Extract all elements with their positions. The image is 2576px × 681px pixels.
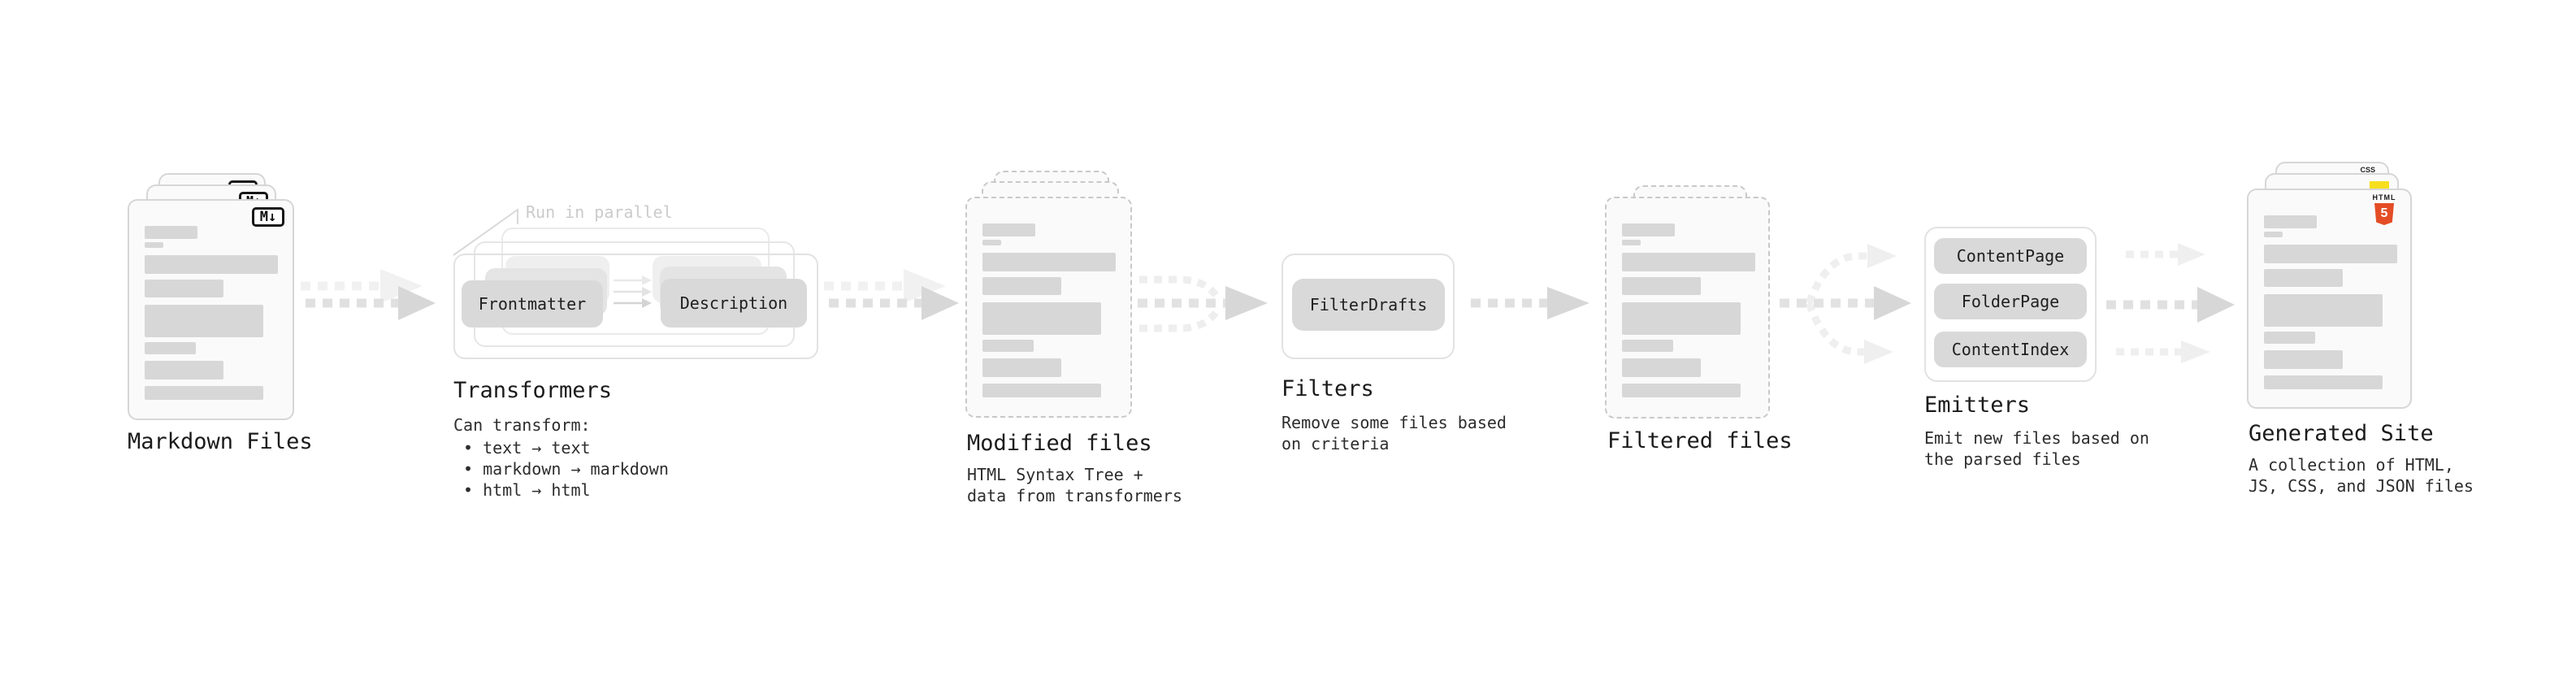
filters-title: Filters [1281, 376, 1374, 401]
skeleton-line [2264, 232, 2283, 237]
skeleton-line [1622, 240, 1641, 245]
transformers-caption-bullets: • text → text • markdown → markdown • ht… [463, 438, 669, 500]
emitters-frame [1924, 227, 2097, 382]
skeleton-line [2264, 350, 2343, 369]
skeleton-line [145, 226, 197, 239]
modified-files-title: Modified files [967, 431, 1152, 456]
skeleton-line [1622, 340, 1673, 352]
arrow-markdown-to-transformers [301, 269, 436, 320]
skeleton-line [1622, 223, 1675, 236]
content-index-pill: ContentIndex [1934, 332, 2087, 367]
emitters-title: Emitters [1924, 393, 2031, 418]
content-page-pill: ContentPage [1934, 238, 2087, 274]
arrow-modified-to-filters [1138, 275, 1268, 332]
generated-site-caption: A collection of HTML, JS, CSS, and JSON … [2249, 455, 2474, 496]
html5-icon: HTML 5 [2367, 194, 2401, 225]
emitters-caption: Emit new files based on the parsed files [1924, 428, 2149, 469]
skeleton-line [982, 277, 1061, 295]
skeleton-line [145, 255, 278, 274]
run-in-parallel-connector [453, 208, 518, 256]
skeleton-line [145, 242, 163, 248]
filtered-file-card [1605, 197, 1770, 419]
transformers-title: Transformers [453, 378, 613, 403]
skeleton-line [145, 280, 223, 297]
transformers-caption-heading: Can transform: [453, 415, 591, 435]
skeleton-line [1622, 302, 1741, 335]
skeleton-line [982, 223, 1035, 236]
site-file-card: HTML 5 [2247, 189, 2412, 409]
js-file-icon [2370, 181, 2389, 190]
parallel-arrows-icon [614, 275, 652, 308]
skeleton-line [145, 361, 223, 380]
folder-page-pill: FolderPage [1934, 284, 2087, 319]
skeleton-line [145, 305, 263, 337]
modified-files-caption: HTML Syntax Tree + data from transformer… [967, 465, 1182, 505]
transformer-frame-front [453, 254, 818, 359]
filter-drafts-pill: FilterDrafts [1292, 279, 1445, 331]
skeleton-line [2264, 269, 2343, 287]
generated-site-title: Generated Site [2249, 421, 2434, 446]
skeleton-line [145, 386, 263, 400]
skeleton-line [982, 302, 1101, 335]
filtered-files-title: Filtered files [1607, 428, 1793, 453]
markdown-file-card: M↓ [128, 199, 294, 420]
arrow-filters-to-filtered [1471, 287, 1589, 319]
skeleton-line [982, 240, 1001, 245]
filters-caption: Remove some files based on criteria [1281, 413, 1507, 453]
skeleton-line [1622, 384, 1741, 397]
skeleton-line [982, 358, 1061, 377]
run-in-parallel-note: Run in parallel [526, 202, 673, 222]
skeleton-line [145, 342, 196, 354]
filters-frame [1281, 254, 1455, 359]
skeleton-line [2264, 294, 2383, 327]
skeleton-line [2264, 245, 2397, 263]
arrow-transformers-to-modified [824, 269, 959, 320]
skeleton-line [982, 384, 1101, 397]
markdown-files-title: Markdown Files [128, 429, 313, 454]
description-pill: Description [661, 279, 807, 327]
skeleton-line [982, 340, 1034, 352]
skeleton-line [2264, 332, 2315, 344]
skeleton-line [2264, 375, 2383, 389]
skeleton-line [1622, 358, 1701, 377]
markdown-icon: M↓ [252, 207, 284, 227]
skeleton-line [1622, 253, 1755, 271]
skeleton-line [2264, 215, 2317, 228]
skeleton-line [982, 253, 1116, 271]
arrow-filtered-to-emitters [1780, 244, 1911, 364]
arrow-emitters-to-site [2106, 243, 2235, 363]
frontmatter-pill: Frontmatter [462, 280, 603, 327]
modified-file-card [965, 197, 1132, 418]
skeleton-line [1622, 277, 1701, 295]
